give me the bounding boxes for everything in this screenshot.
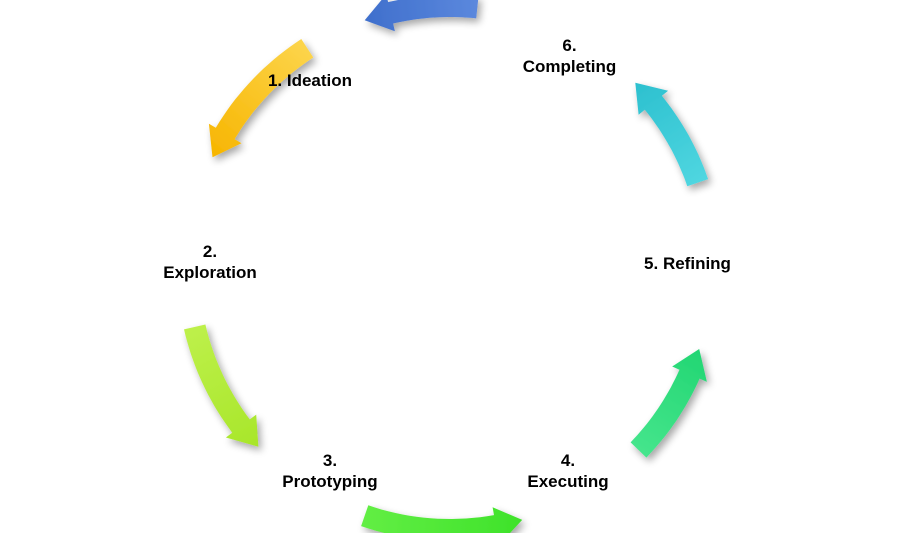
stage-completing-number: 6. (562, 36, 577, 55)
stage-exploration-name: Exploration (163, 263, 257, 282)
arrow-executing-to-refining (630, 349, 707, 458)
stage-label-completing: 6. Completing (512, 35, 627, 77)
stage-refining-name: Refining (662, 254, 731, 273)
stage-ideation-text: 1. Ideation (255, 70, 365, 91)
arrow-exploration-to-prototyping (184, 324, 259, 447)
arrow-completing-to-ideation (364, 0, 479, 32)
stage-refining-number: 5. (644, 254, 659, 273)
stage-ideation-name: Ideation (286, 71, 353, 90)
stage-executing-number: 4. (560, 451, 576, 470)
stage-refining-text: 5. Refining (630, 253, 745, 274)
stage-ideation-number: 1. (267, 71, 283, 90)
stage-label-prototyping: 3. Prototyping (270, 450, 390, 492)
stage-executing-name: Executing (527, 472, 609, 491)
arrow-ideation-to-exploration (208, 39, 314, 158)
stage-completing-name: Completing (522, 57, 617, 76)
stage-label-exploration: 2. Exploration (150, 241, 270, 283)
arrow-prototyping-to-executing (361, 505, 523, 533)
stage-prototyping-name: Prototyping (282, 472, 378, 491)
arrow-refining-to-completing (635, 82, 709, 187)
stage-label-executing: 4. Executing (513, 450, 623, 492)
stage-label-ideation: 1. Ideation (255, 70, 365, 91)
stage-prototyping-number: 3. (322, 451, 338, 470)
stage-label-refining: 5. Refining (630, 253, 745, 274)
stage-exploration-number: 2. (202, 242, 218, 261)
